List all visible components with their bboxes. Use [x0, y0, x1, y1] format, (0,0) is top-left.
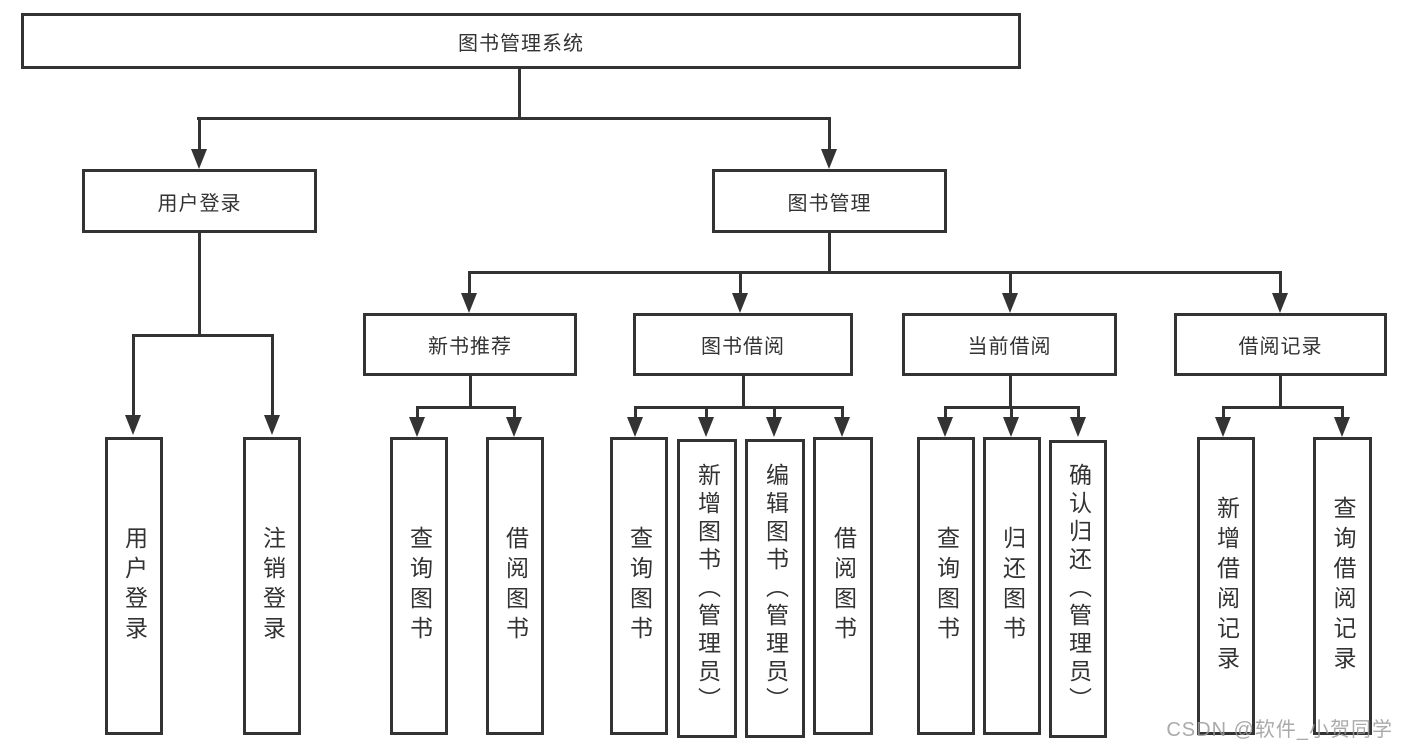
- connector-borrowing-hline: [634, 406, 844, 409]
- arrow-to-current-borrowing: [1002, 272, 1018, 313]
- leaf-nb-query-books: 查询图书: [390, 437, 448, 735]
- arrow-to-borrowing-records: [1272, 272, 1288, 313]
- node-root-label: 图书管理系统: [458, 32, 584, 55]
- connector-bookmgmt-trunk: [828, 231, 831, 273]
- leaf-cb-query-books: 查询图书: [917, 437, 975, 735]
- leaf-logout-label: 注销登录: [259, 526, 286, 646]
- leaf-nb-borrow-books-label: 借阅图书: [502, 526, 529, 646]
- connector-newbook-trunk: [469, 374, 472, 408]
- arrow-to-nb-query-books: [409, 406, 425, 437]
- leaf-bb-edit-book-admin-label: 编辑图书（管理员）: [762, 462, 789, 715]
- node-current-borrowing: 当前借阅: [902, 313, 1117, 376]
- connector-userlogin-hline: [132, 334, 274, 337]
- leaf-bb-add-book-admin-label: 新增图书（管理员）: [694, 462, 721, 715]
- connector-userlogin-trunk: [198, 231, 201, 336]
- leaf-nb-query-books-label: 查询图书: [406, 526, 433, 646]
- arrow-to-br-add-record: [1215, 406, 1231, 437]
- arrow-to-cb-return-books: [1003, 406, 1019, 437]
- arrow-to-user-login: [191, 118, 207, 169]
- node-new-book-recommend-label: 新书推荐: [428, 336, 512, 358]
- node-new-book-recommend: 新书推荐: [363, 313, 577, 376]
- leaf-bb-borrow-books-label: 借阅图书: [830, 526, 857, 646]
- leaf-logout: 注销登录: [243, 437, 301, 735]
- arrow-to-leaf-user-login: [125, 335, 141, 435]
- leaf-user-login-label: 用户登录: [121, 526, 148, 646]
- arrow-to-leaf-logout: [264, 335, 280, 435]
- arrow-to-book-management: [821, 118, 837, 169]
- connector-level3-hline: [468, 271, 1282, 274]
- arrow-to-bb-edit-book: [766, 406, 782, 437]
- node-book-management-label: 图书管理: [787, 192, 872, 215]
- leaf-cb-return-books: 归还图书: [983, 437, 1041, 735]
- node-book-borrowing: 图书借阅: [633, 313, 853, 376]
- leaf-nb-borrow-books: 借阅图书: [486, 437, 544, 735]
- arrow-to-bb-query-books: [627, 406, 643, 437]
- arrow-to-bb-borrow-books: [834, 406, 850, 437]
- connector-level2-hline: [197, 117, 831, 120]
- leaf-bb-query-books: 查询图书: [610, 437, 668, 735]
- arrow-to-bb-add-book: [698, 406, 714, 437]
- leaf-bb-add-book-admin: 新增图书（管理员）: [677, 439, 737, 738]
- arrow-to-new-book-recommend: [461, 272, 477, 313]
- leaf-cb-query-books-label: 查询图书: [933, 526, 960, 646]
- node-book-borrowing-label: 图书借阅: [701, 336, 785, 358]
- arrow-to-cb-confirm-return: [1070, 406, 1086, 437]
- node-root: 图书管理系统: [21, 13, 1021, 69]
- connector-records-trunk: [1279, 374, 1282, 408]
- leaf-user-login: 用户登录: [105, 437, 163, 735]
- leaf-bb-query-books-label: 查询图书: [626, 526, 653, 646]
- arrow-to-br-query-record: [1334, 406, 1350, 437]
- leaf-br-query-record: 查询借阅记录: [1313, 437, 1372, 735]
- leaf-br-add-record: 新增借阅记录: [1197, 437, 1255, 735]
- leaf-cb-confirm-return-admin-label: 确认归还（管理员）: [1065, 463, 1092, 715]
- node-user-login: 用户登录: [82, 169, 317, 233]
- connector-current-trunk: [1009, 374, 1012, 408]
- arrow-to-book-borrowing: [732, 272, 748, 313]
- node-borrowing-records: 借阅记录: [1174, 313, 1387, 376]
- leaf-bb-edit-book-admin: 编辑图书（管理员）: [745, 439, 805, 738]
- node-user-login-label: 用户登录: [157, 192, 242, 215]
- connector-root-trunk: [518, 66, 521, 118]
- node-current-borrowing-label: 当前借阅: [967, 336, 1052, 358]
- connector-newbook-hline: [416, 406, 516, 409]
- csdn-watermark: CSDN @软件_小贺同学: [1166, 719, 1393, 741]
- leaf-br-query-record-label: 查询借阅记录: [1330, 496, 1356, 676]
- node-borrowing-records-label: 借阅记录: [1238, 336, 1323, 358]
- connector-borrowing-trunk: [742, 374, 745, 408]
- arrow-to-cb-query-books: [937, 406, 953, 437]
- leaf-bb-borrow-books: 借阅图书: [813, 437, 873, 735]
- leaf-cb-confirm-return-admin: 确认归还（管理员）: [1049, 440, 1107, 738]
- node-book-management: 图书管理: [712, 169, 947, 233]
- connector-records-hline: [1222, 406, 1344, 409]
- leaf-cb-return-books-label: 归还图书: [999, 526, 1026, 646]
- arrow-to-nb-borrow-books: [506, 406, 522, 437]
- leaf-br-add-record-label: 新增借阅记录: [1213, 496, 1240, 676]
